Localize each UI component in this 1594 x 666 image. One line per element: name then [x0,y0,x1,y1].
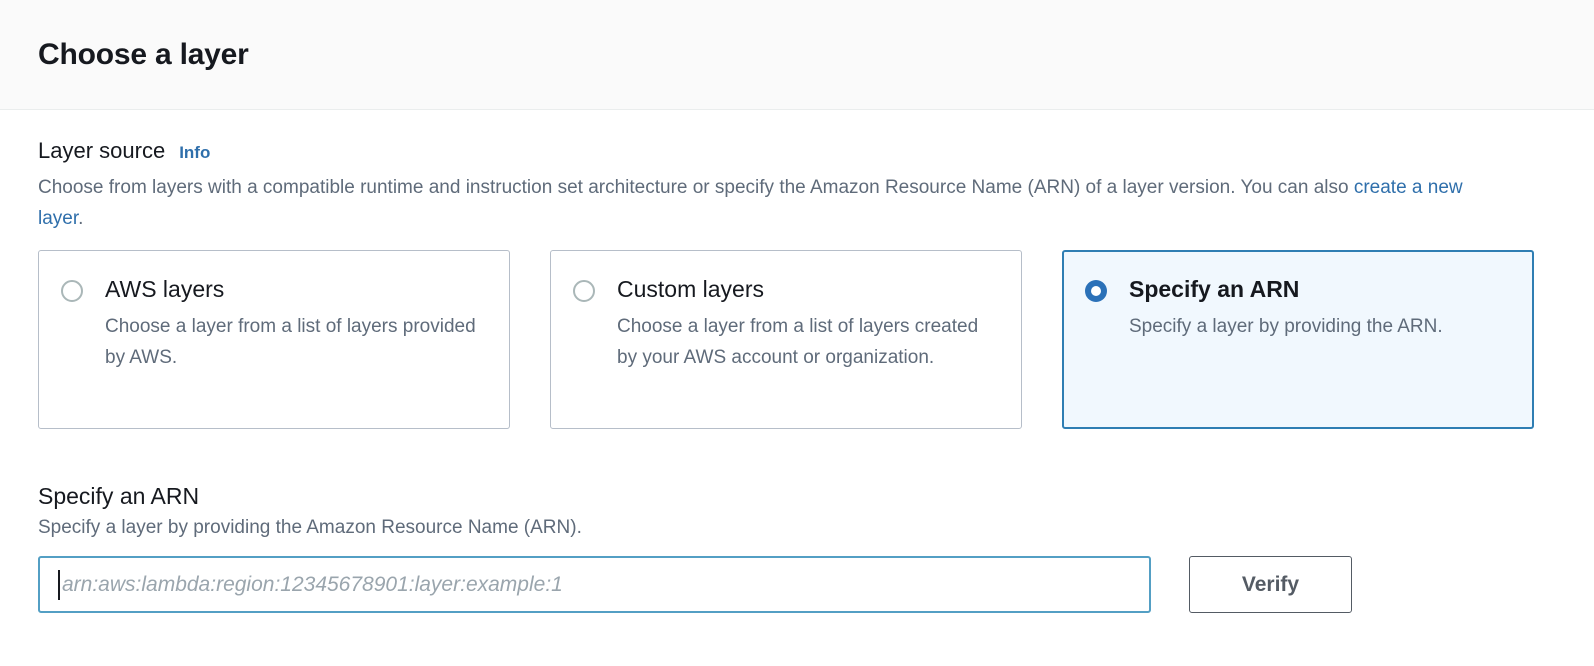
layer-source-radio-group: AWS layers Choose a layer from a list of… [38,250,1556,429]
arn-input-row: arn:aws:lambda:region:12345678901:layer:… [38,556,1556,613]
radio-tile-aws-layers-description: Choose a layer from a list of layers pro… [105,316,476,368]
arn-section-description: Specify a layer by providing the Amazon … [38,517,582,538]
radio-icon-specify-arn-selected[interactable] [1085,280,1107,302]
arn-input-placeholder: arn:aws:lambda:region:12345678901:layer:… [62,572,563,596]
layer-source-description: Choose from layers with a compatible run… [38,172,1478,234]
radio-tile-specify-arn[interactable]: Specify an ARN Specify a layer by provid… [1062,250,1534,429]
arn-input[interactable]: arn:aws:lambda:region:12345678901:layer:… [38,556,1151,613]
verify-button[interactable]: Verify [1189,556,1352,613]
arn-section: Specify an ARN Specify a layer by provid… [38,483,1556,613]
text-cursor-caret [58,569,60,600]
radio-tile-specify-arn-text: Specify an ARN Specify a layer by provid… [1129,275,1511,342]
radio-tile-custom-layers-title: Custom layers [617,276,764,302]
create-new-layer-link[interactable]: create a new layer [38,177,1463,229]
radio-tile-aws-layers-text: AWS layers Choose a layer from a list of… [105,275,487,373]
radio-icon-custom-layers[interactable] [573,280,595,302]
layer-source-label-row: Layer source Info [38,138,1556,164]
radio-tile-specify-arn-description: Specify a layer by providing the ARN. [1129,316,1443,337]
page-title: Choose a layer [38,37,249,71]
info-link[interactable]: Info [179,143,211,162]
radio-tile-aws-layers[interactable]: AWS layers Choose a layer from a list of… [38,250,510,429]
radio-tile-custom-layers[interactable]: Custom layers Choose a layer from a list… [550,250,1022,429]
layer-source-description-text-start: Choose from layers with a compatible run… [38,177,1354,198]
radio-tile-custom-layers-text: Custom layers Choose a layer from a list… [617,275,999,373]
arn-section-heading: Specify an ARN [38,483,200,509]
modal-header: Choose a layer [0,0,1594,110]
radio-tile-custom-layers-description: Choose a layer from a list of layers cre… [617,316,979,368]
radio-icon-aws-layers[interactable] [61,280,83,302]
layer-source-label: Layer source [38,138,166,163]
layer-source-description-text-end: . [78,208,84,229]
radio-tile-specify-arn-title: Specify an ARN [1129,276,1300,302]
radio-tile-aws-layers-title: AWS layers [105,276,225,302]
modal-body: Layer source Info Choose from layers wit… [0,110,1594,613]
